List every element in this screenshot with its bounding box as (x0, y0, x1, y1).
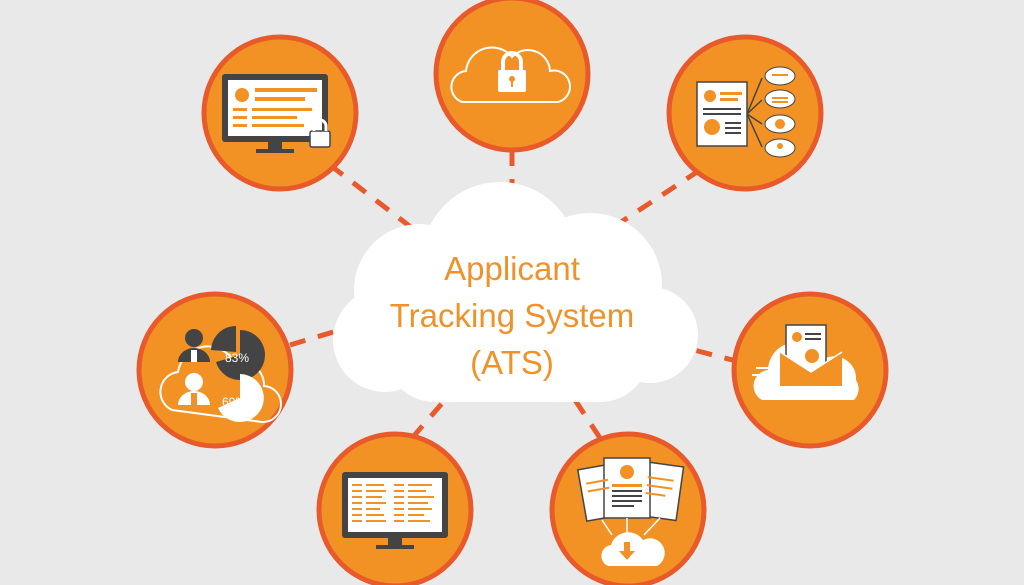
node-document-network (666, 34, 824, 192)
resume-cloud-download-icon (576, 457, 685, 566)
connector-document-network (610, 167, 702, 231)
document-cloud-network-icon (696, 66, 796, 158)
node-secure-monitor (201, 34, 359, 192)
central-cloud (333, 182, 698, 402)
database-monitor-icon (342, 472, 448, 549)
title-line-3: (ATS) (470, 344, 554, 381)
stat-percent-bottom: 69% (222, 395, 246, 409)
connector-candidate-stats (289, 327, 341, 348)
connector-secure-monitor (328, 163, 414, 230)
title-line-2: Tracking System (390, 297, 635, 334)
node-cloud-lock (433, 0, 591, 153)
secure-monitor-icon (222, 74, 331, 153)
node-resume-download (549, 431, 707, 585)
connector-resume-download (572, 398, 603, 440)
cloud-lock-icon (450, 46, 571, 103)
node-email-cloud (731, 291, 889, 449)
connector-database-monitor (410, 398, 447, 440)
email-cloud-icon (752, 324, 859, 400)
stat-percent-top: 83% (225, 351, 249, 365)
candidate-stats-icon: 83% 69% (159, 326, 283, 424)
title-line-1: Applicant (444, 250, 580, 287)
node-database-monitor (316, 431, 474, 585)
node-candidate-stats: 83% 69% (136, 291, 294, 449)
